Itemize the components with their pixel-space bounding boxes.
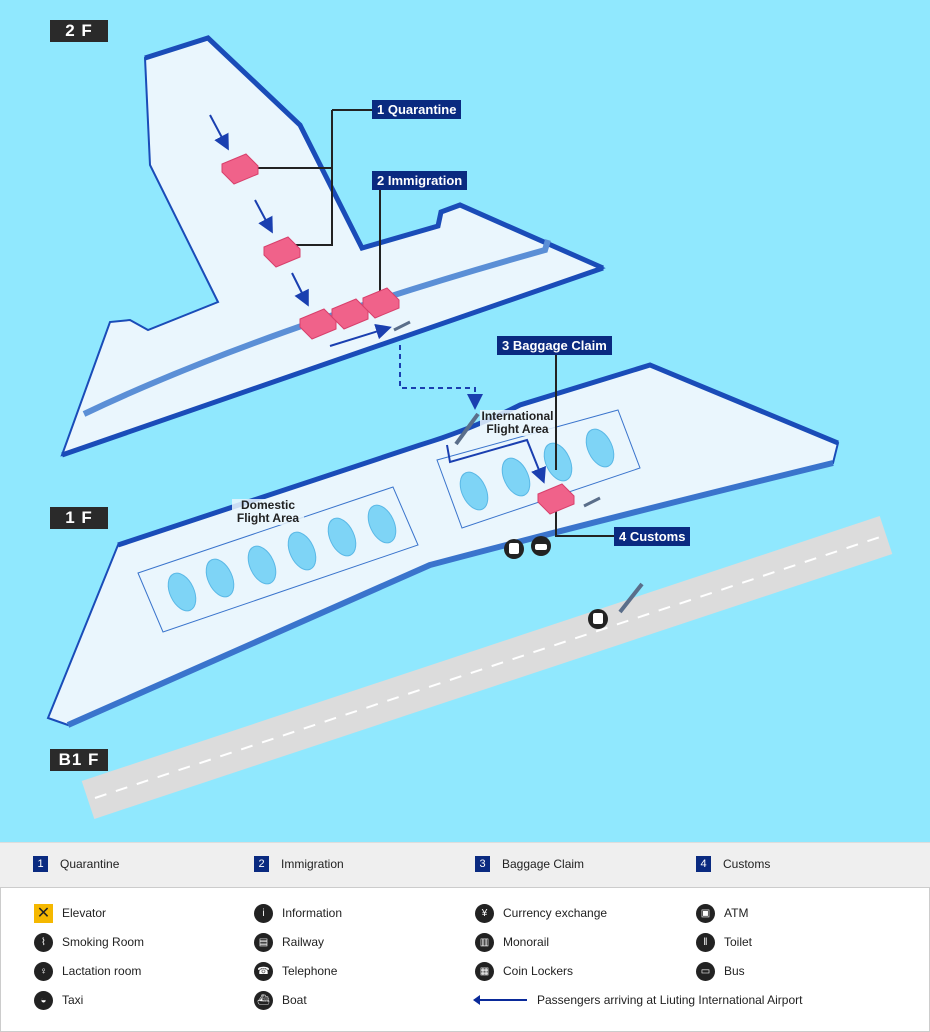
tag-quarantine: 1 Quarantine (372, 100, 462, 119)
legend-label: Currency exchange (503, 906, 608, 920)
legend-label: Boat (282, 993, 307, 1007)
legend-label: Bus (724, 964, 745, 978)
legend-item: ▭ Bus (696, 961, 745, 981)
step-label: Quarantine (60, 857, 120, 871)
legend-item: ♀ Lactation room (34, 961, 141, 981)
legend-item: ▦ Coin Lockers (475, 961, 573, 981)
step-number: 1 (33, 856, 48, 872)
step-4: 4 Customs (696, 856, 770, 872)
step-3: 3 Baggage Claim (475, 856, 584, 872)
gate (543, 442, 573, 482)
legend-item: ☎ Telephone (254, 961, 337, 981)
step-label: Immigration (281, 857, 344, 871)
floor-label-1f: 1 F (50, 507, 108, 529)
domestic-area-label: Domestic Flight Area (232, 499, 304, 525)
toilet-icon: ‖ (696, 932, 715, 952)
map-drawing (46, 35, 893, 819)
step-number: 2 (254, 856, 269, 872)
checkpoint-booth (221, 153, 259, 185)
legend-item: ▣ ATM (696, 903, 748, 923)
escalator-icons (393, 320, 644, 614)
tag-baggage-claim: 3 Baggage Claim (497, 336, 612, 355)
gates (167, 428, 615, 612)
atm-icon: ▣ (696, 903, 715, 923)
gate (287, 531, 317, 571)
legend-label: Toilet (724, 935, 753, 949)
legend-item: ✕ Elevator (34, 903, 106, 923)
floor-label-b1f: B1 F (50, 749, 108, 771)
step-label: Customs (723, 857, 771, 871)
monorail-icon: ▥ (475, 932, 494, 952)
legend-label: ATM (724, 906, 749, 920)
legend-item: ▥ Monorail (475, 932, 549, 952)
smoking-room-icon: ⌇ (34, 932, 53, 952)
gate (247, 545, 277, 585)
gate (327, 517, 357, 557)
step-number: 3 (475, 856, 490, 872)
legend-label: Passengers arriving at Liuting Internati… (537, 993, 803, 1007)
floor-label-2f: 2 F (50, 20, 108, 42)
legend-item: ⌇ Smoking Room (34, 932, 144, 952)
legend-label: Elevator (62, 906, 107, 920)
legend-label: Coin Lockers (503, 964, 574, 978)
checkpoint-booth (263, 236, 301, 268)
legend-label: Railway (282, 935, 325, 949)
railway-icon: ▤ (254, 932, 273, 952)
airport-map: 2 F 1 F B1 F 1 Quarantine 2 Immigration … (0, 0, 930, 842)
passenger-route-arrows (209, 114, 546, 484)
legend-item: ‖ Toilet (696, 932, 752, 952)
legend-item: ◒ Taxi (34, 990, 83, 1010)
gate (367, 504, 397, 544)
legend-item: ¥ Currency exchange (475, 903, 607, 923)
gate (501, 457, 531, 497)
step-1: 1 Quarantine (33, 856, 119, 872)
legend-label: Lactation room (62, 964, 142, 978)
legend-route-arrow: Passengers arriving at Liuting Internati… (473, 990, 803, 1010)
booths (221, 153, 575, 515)
information-icon: i (254, 903, 273, 923)
gate (167, 572, 197, 612)
legend-label: Information (282, 906, 343, 920)
currency-exchange-icon: ¥ (475, 903, 494, 923)
legend-label: Telephone (282, 964, 338, 978)
legend-label: Smoking Room (62, 935, 145, 949)
gate (459, 471, 489, 511)
tag-immigration: 2 Immigration (372, 171, 468, 190)
legend-item: ⛴ Boat (254, 990, 307, 1010)
taxi-icon: ◒ (34, 990, 53, 1010)
legend-item: ▤ Railway (254, 932, 324, 952)
step-2: 2 Immigration (254, 856, 344, 872)
icon-legend: Passengers arriving at Liuting Internati… (0, 887, 930, 1032)
arrow-left-icon (473, 995, 527, 1005)
legend-item: i Information (254, 903, 342, 923)
step-number: 4 (696, 856, 711, 872)
checkpoint-booth (537, 483, 575, 515)
telephone-icon: ☎ (254, 961, 273, 981)
checkpoint-booth (331, 298, 369, 330)
step-label: Baggage Claim (502, 857, 585, 871)
bus-icon: ▭ (696, 961, 715, 981)
gate (205, 558, 235, 598)
international-area-label: International Flight Area (480, 409, 555, 436)
boat-icon: ⛴ (254, 990, 273, 1010)
coin-lockers-icon: ▦ (475, 961, 494, 981)
floor-1f-building (46, 362, 840, 728)
checkpoint-booth (362, 287, 400, 319)
runway (81, 516, 893, 819)
tag-customs: 4 Customs (614, 527, 691, 546)
lactation-room-icon: ♀ (34, 961, 53, 981)
gate (585, 428, 615, 468)
legend-label: Monorail (503, 935, 550, 949)
checkpoint-booth (299, 308, 337, 340)
legend-label: Taxi (62, 993, 84, 1007)
elevator-icon: ✕ (34, 903, 53, 923)
floor-2f-building (60, 35, 606, 458)
map-transport-icons (504, 536, 608, 629)
